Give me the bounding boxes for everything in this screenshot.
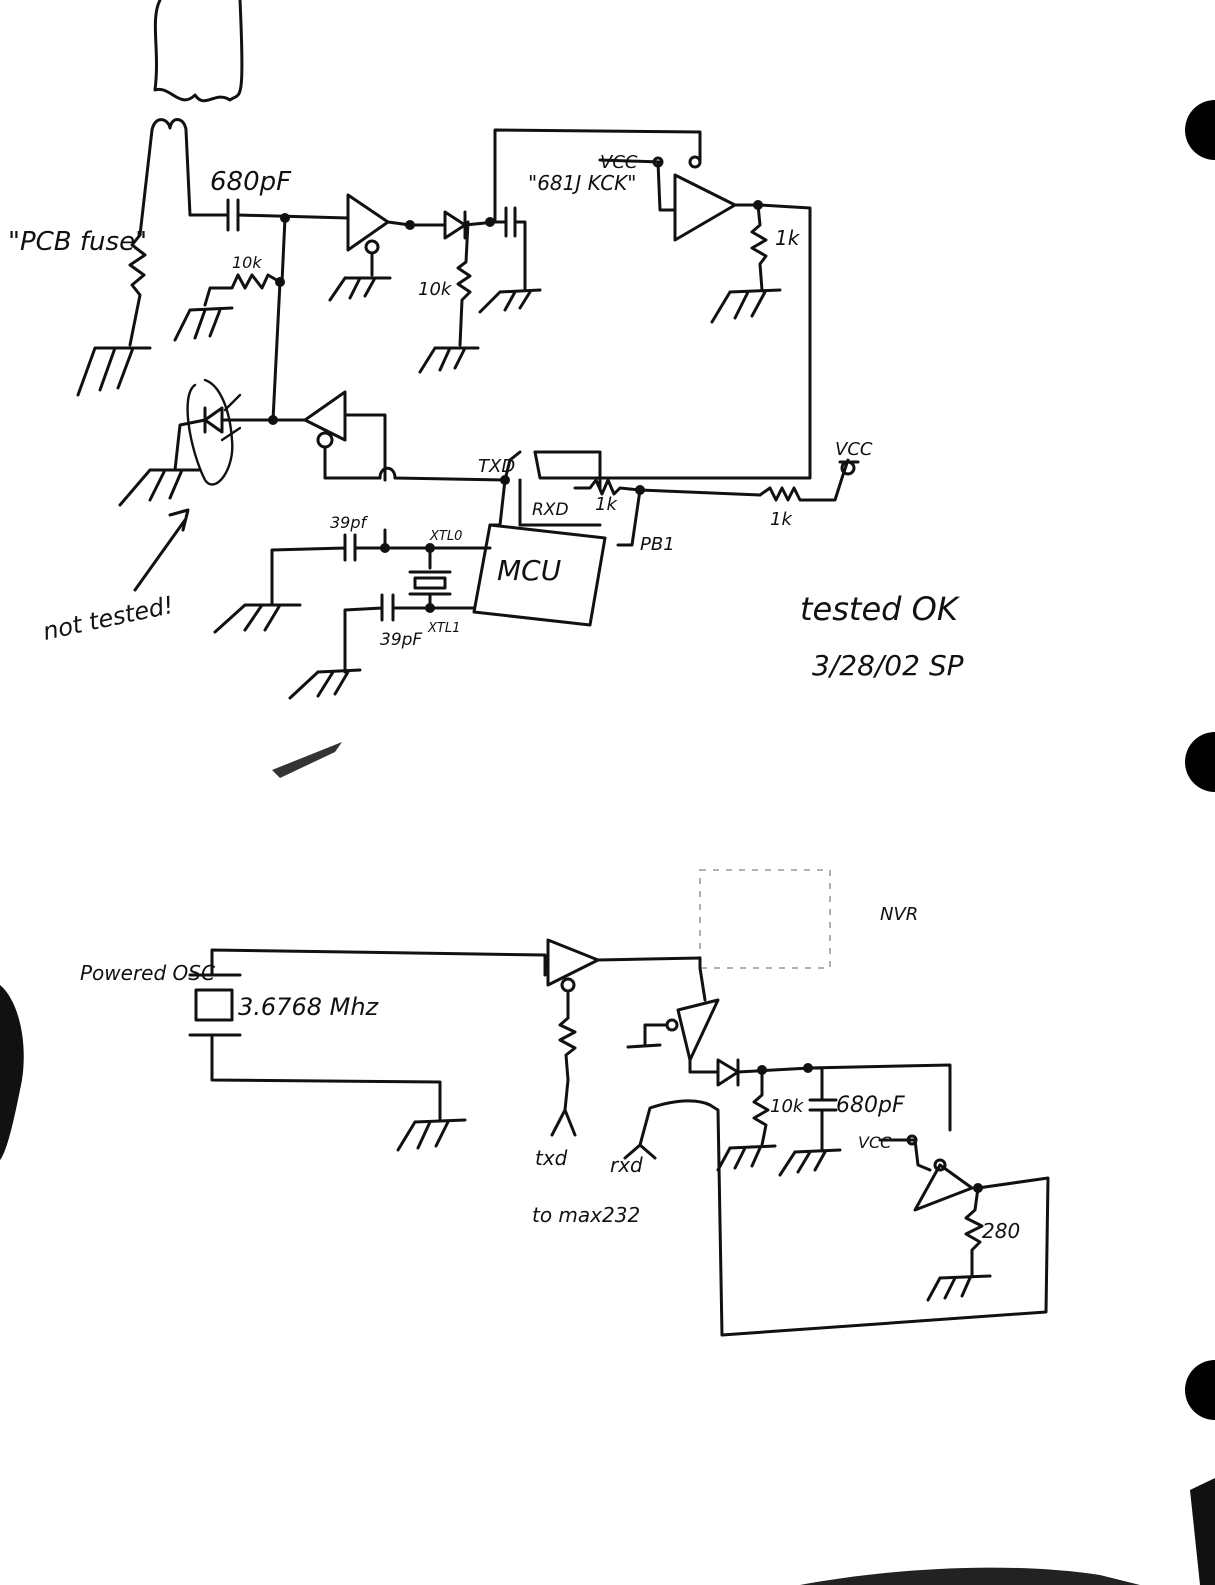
nvr-box	[699, 869, 831, 969]
label-r-10k-b: 10k	[418, 279, 453, 300]
resistor-txd	[558, 1016, 577, 1112]
top-circuit	[76, 0, 860, 700]
resistor-1k-out	[750, 203, 768, 292]
buffer-6	[913, 1163, 974, 1212]
pickup-coil	[153, 0, 244, 103]
cap-680pf-bottom	[806, 1066, 838, 1152]
label-cap-39pf-top: 39pf	[330, 513, 369, 532]
mcu-box[interactable]	[472, 523, 607, 627]
label-to-max232: to max232	[532, 1203, 640, 1227]
bottom-circuit	[188, 869, 1050, 1337]
label-tested-date: 3/28/02 SP	[812, 649, 964, 682]
ground-symbol	[76, 346, 152, 397]
label-freq: 3.6768 Mhz	[238, 993, 380, 1021]
label-not-tested: not tested!	[40, 591, 176, 646]
resistor-1k-rxd	[573, 478, 642, 496]
label-cap-39pf-bottom: 39pF	[380, 630, 422, 650]
label-rxd: RXD	[532, 500, 569, 520]
resistor-10k-c	[752, 1068, 770, 1147]
label-powered-osc: Powered OSC	[80, 961, 215, 985]
label-cap-680pf-top: 680pF	[210, 167, 292, 197]
label-r-10k-a: 10k	[232, 253, 262, 272]
label-vcc-bottom: VCC	[858, 1133, 892, 1152]
label-xtal1: XTL1	[427, 621, 460, 636]
diode-1	[443, 210, 467, 240]
transformer-winding	[150, 118, 188, 132]
label-nvr: NVR	[880, 904, 918, 925]
powered-osc	[188, 973, 242, 1037]
fuse-resistor	[128, 233, 147, 347]
buffer-1	[346, 193, 390, 252]
label-r-1k-vcc: 1k	[770, 509, 793, 530]
label-txd: TXD	[478, 456, 515, 477]
arrow-not-tested	[133, 508, 190, 592]
label-xtal0: XTL0	[429, 529, 462, 544]
resistor-1k-vcc	[758, 458, 850, 502]
binder-holes	[0, 100, 1215, 1585]
label-vcc-top: VCC	[600, 152, 638, 173]
label-681j-kck: "681J KCK"	[528, 171, 637, 195]
buffer-5	[676, 998, 720, 1062]
label-cap-680pf-bottom: 680pF	[836, 1093, 905, 1118]
label-pcb-fuse: "PCB fuse"	[8, 227, 147, 257]
resistor-280	[964, 1186, 984, 1277]
label-r-1k-out: 1k	[775, 226, 801, 250]
resistor-10k-b	[456, 220, 472, 347]
labels: 680pF "PCB fuse" 10k 10k "681J KCK" VCC …	[8, 152, 1020, 1243]
diode-2	[716, 1058, 740, 1087]
buffer-4	[546, 938, 600, 987]
buffer-2	[673, 173, 737, 242]
cap-39pf-top	[270, 533, 387, 607]
label-rxd-bottom: rxd	[610, 1153, 643, 1177]
label-r-1k-rxd: 1k	[595, 494, 618, 515]
label-tested-ok: tested OK	[800, 590, 961, 628]
label-r-10k-c: 10k	[770, 1096, 805, 1117]
label-pb1: PB1	[640, 534, 675, 555]
cap-39pf-bottom	[343, 593, 432, 674]
crystal[interactable]	[408, 570, 452, 596]
label-vcc-right: VCC	[835, 439, 873, 460]
resistor-10k-a	[203, 273, 282, 307]
label-r-280: 280	[982, 1219, 1020, 1243]
diode-untested	[173, 406, 275, 472]
label-mcu: MCU	[497, 554, 561, 587]
label-txd-bottom: txd	[535, 1146, 568, 1170]
